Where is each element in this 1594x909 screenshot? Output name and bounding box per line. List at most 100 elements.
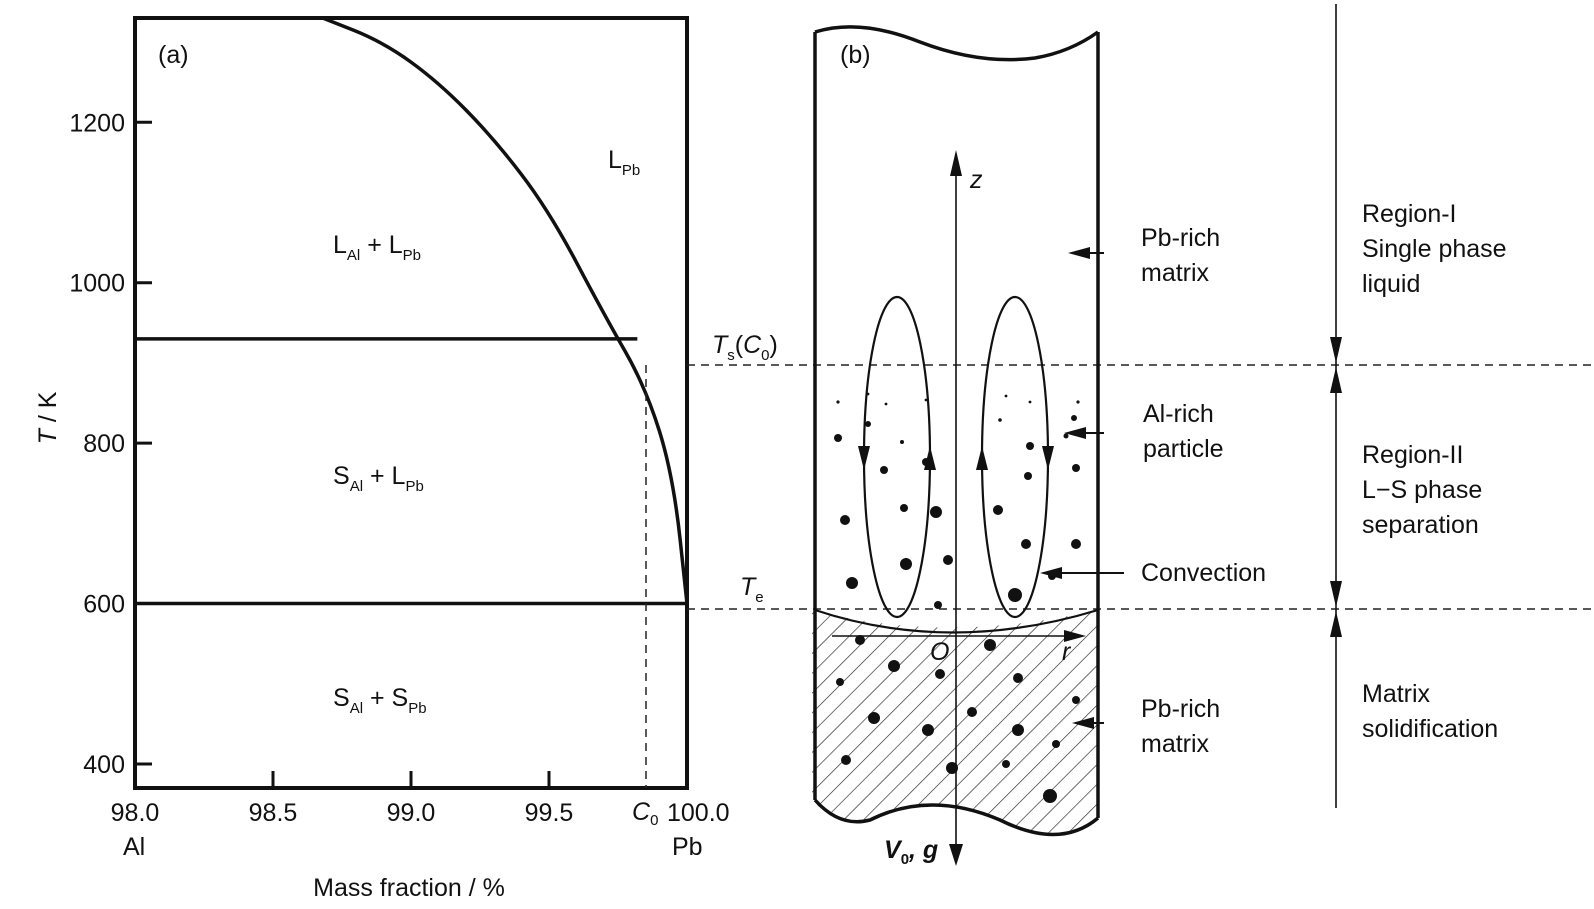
region-two-solids: SAl + SPb bbox=[333, 684, 427, 717]
y-tick-label: 400 bbox=[83, 751, 125, 779]
region-1-text: Region-I Single phase liquid bbox=[1362, 200, 1514, 298]
region-2-text: Region-II L−S phase separation bbox=[1362, 441, 1489, 539]
x-axis-title: Mass fraction / % bbox=[313, 874, 505, 902]
region-3-line-2: solidification bbox=[1362, 715, 1498, 743]
region-1-main: L bbox=[608, 146, 622, 174]
panel-b-label: (b) bbox=[840, 41, 871, 69]
callout-4-line-1: Pb-rich bbox=[1141, 695, 1220, 723]
region-3-main: S bbox=[333, 462, 350, 490]
v0-sub: 0 bbox=[901, 851, 909, 868]
pull-direction-arrowhead bbox=[949, 844, 963, 866]
ts-csub: 0 bbox=[761, 347, 769, 364]
r-axis-arrowhead bbox=[1064, 630, 1086, 642]
region-2-line-1: Region-II bbox=[1362, 441, 1463, 469]
callout-pb-rich-matrix-bottom: Pb-rich matrix bbox=[1141, 695, 1227, 758]
region-2-sub2: Pb bbox=[403, 247, 421, 264]
ts-main: T bbox=[712, 331, 729, 359]
region-arrow-4 bbox=[1330, 611, 1342, 637]
callout-3-line-1: Convection bbox=[1141, 559, 1266, 587]
convection-arrow-right-up bbox=[976, 446, 988, 470]
ts-close: ) bbox=[770, 331, 778, 359]
v0-main: V bbox=[884, 836, 903, 864]
region-3-text: Matrix solidification bbox=[1362, 680, 1498, 743]
y-axis-ticks: 400 600 800 1000 1200 bbox=[69, 109, 152, 779]
callout-al-rich-particle: Al-rich particle bbox=[1143, 400, 1224, 463]
region-4-rest: + S bbox=[363, 684, 408, 712]
region-arrow-3 bbox=[1330, 581, 1342, 607]
callout-arrows bbox=[1040, 247, 1124, 729]
x-end-label-left: Al bbox=[123, 833, 145, 861]
te-sub: e bbox=[755, 589, 763, 606]
r-axis-label: r bbox=[1062, 638, 1072, 666]
convection-arrow-right-down bbox=[1042, 446, 1054, 470]
region-2-line-2: L−S phase bbox=[1362, 476, 1482, 504]
x-tick-label: 100.0 bbox=[667, 799, 730, 827]
x-tick-label: 99.5 bbox=[525, 799, 574, 827]
region-4-sub2: Pb bbox=[408, 700, 426, 717]
x-tick-label: 98.5 bbox=[249, 799, 298, 827]
region-two-liquids: LAl + LPb bbox=[333, 231, 421, 264]
ts-sub: s bbox=[727, 347, 735, 364]
origin-label: O bbox=[930, 638, 949, 666]
panel-b-solidification-schematic: (b) z r O V0, g bbox=[812, 25, 1266, 868]
ts-label: Ts(C0) bbox=[712, 331, 778, 364]
region-2-main: L bbox=[333, 231, 347, 259]
callout-2-line-2: particle bbox=[1143, 435, 1224, 463]
z-axis-arrowhead bbox=[950, 150, 962, 176]
region-3-rest: + L bbox=[363, 462, 405, 490]
x-axis-ticks: 98.0 98.5 99.0 99.5 100.0 bbox=[111, 771, 730, 827]
region-4-sub: Al bbox=[350, 700, 363, 717]
callout-1-line-1: Pb-rich bbox=[1141, 224, 1220, 252]
te-main: T bbox=[740, 573, 757, 601]
y-tick-label: 1200 bbox=[69, 109, 125, 137]
x-end-label-right: Pb bbox=[672, 833, 703, 861]
region-3-line-1: Matrix bbox=[1362, 680, 1431, 708]
te-label: Te bbox=[740, 573, 764, 606]
region-1-line-1: Region-I bbox=[1362, 200, 1457, 228]
y-tick-label: 800 bbox=[83, 430, 125, 458]
z-axis-label: z bbox=[969, 166, 983, 194]
ts-open: ( bbox=[735, 331, 744, 359]
region-3-sub: Al bbox=[350, 478, 363, 495]
region-solid-liquid: SAl + LPb bbox=[333, 462, 424, 495]
convection-arrow-left-down bbox=[858, 446, 870, 470]
convection-arrow-left-up bbox=[924, 446, 936, 470]
al-rich-particles bbox=[834, 392, 1081, 803]
region-arrow-1 bbox=[1330, 337, 1342, 363]
ts-c: C bbox=[743, 331, 762, 359]
panel-a-phase-diagram: (a) 400 600 800 1000 1200 98.0 98.5 99.0 99.5 10… bbox=[34, 16, 730, 902]
miscibility-gap-curve bbox=[322, 16, 689, 604]
c0-main: C bbox=[632, 798, 651, 826]
region-1-line-2: Single phase bbox=[1362, 235, 1507, 263]
x-tick-label: 98.0 bbox=[111, 799, 160, 827]
y-axis-title-symbol: T bbox=[34, 427, 62, 444]
region-2-line-3: separation bbox=[1362, 511, 1479, 539]
region-1-sub: Pb bbox=[622, 162, 640, 179]
sample-top-edge bbox=[814, 25, 1100, 62]
plot-frame bbox=[133, 16, 689, 790]
region-4-main: S bbox=[333, 684, 350, 712]
v0-rest: , g bbox=[908, 836, 938, 864]
y-axis-title: T / K bbox=[34, 391, 62, 444]
region-liquid-pb: LPb bbox=[608, 146, 640, 179]
panel-a-label: (a) bbox=[158, 41, 189, 69]
region-1-line-3: liquid bbox=[1362, 270, 1420, 298]
pull-velocity-label: V0, g bbox=[884, 836, 938, 868]
region-2-sub: Al bbox=[347, 247, 360, 264]
c0-sub: 0 bbox=[650, 812, 658, 829]
callout-convection: Convection bbox=[1141, 559, 1266, 587]
callout-pb-rich-matrix-top: Pb-rich matrix bbox=[1141, 224, 1227, 287]
solid-liquid-interface bbox=[814, 608, 1099, 634]
callout-2-line-1: Al-rich bbox=[1143, 400, 1214, 428]
y-tick-label: 1000 bbox=[69, 270, 125, 298]
region-arrow-2 bbox=[1330, 367, 1342, 393]
region-scale: Region-I Single phase liquid Region-II L… bbox=[1330, 4, 1514, 808]
callout-1-line-2: matrix bbox=[1141, 259, 1210, 287]
y-axis-title-unit: / K bbox=[34, 391, 62, 429]
y-tick-label: 600 bbox=[83, 591, 125, 619]
c0-tick-label: C0 bbox=[632, 798, 658, 829]
convection-loop-left bbox=[862, 295, 932, 619]
x-tick-label: 99.0 bbox=[387, 799, 436, 827]
convection-loop-right bbox=[980, 295, 1050, 619]
